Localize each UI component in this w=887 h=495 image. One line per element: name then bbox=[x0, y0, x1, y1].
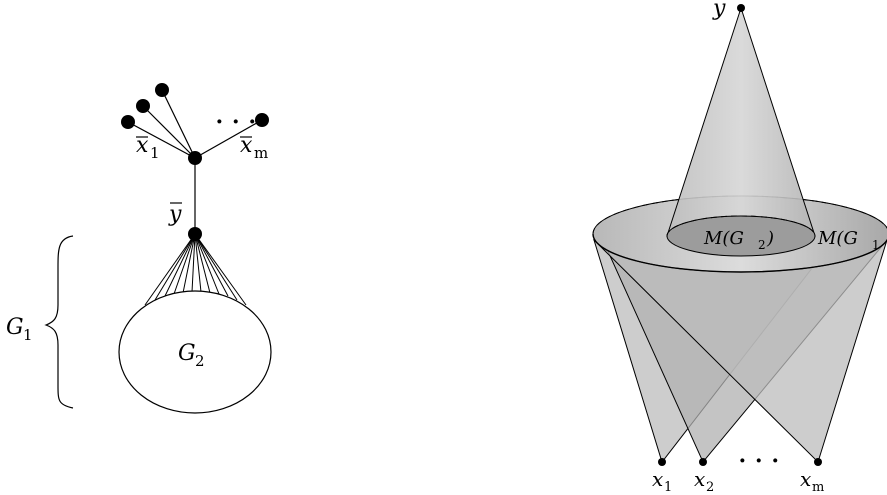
inner-disk-label-sub: 2 bbox=[758, 238, 766, 252]
g1-label: G bbox=[6, 315, 24, 340]
xm-bar-label: x bbox=[240, 133, 253, 158]
bottom-node-x2 bbox=[699, 458, 707, 466]
bottom-node-x1 bbox=[658, 458, 666, 466]
y-bar-label: y bbox=[168, 202, 182, 227]
g2-ellipse bbox=[118, 290, 272, 414]
leaf-node bbox=[155, 83, 169, 97]
g2-label: G bbox=[178, 341, 196, 366]
x2-label: x bbox=[694, 467, 705, 491]
outer-disk-label-sub: 1 bbox=[872, 238, 880, 252]
g1-label-sub: 1 bbox=[23, 326, 33, 344]
bottom-node-xm bbox=[814, 458, 822, 466]
g1-brace bbox=[44, 235, 74, 409]
g2-label-sub: 2 bbox=[195, 352, 205, 370]
x1-bar-sub: 1 bbox=[150, 144, 160, 162]
outer-disk-back-edge bbox=[592, 195, 887, 235]
star-edges bbox=[127, 89, 263, 159]
left-dots: ⋅ ⋅ ⋅ bbox=[215, 109, 257, 135]
right-dots: ⋅ ⋅ ⋅ bbox=[738, 448, 780, 474]
upper-cone bbox=[666, 6, 816, 237]
inner-disk-label: M(G bbox=[703, 228, 744, 249]
leaf-node bbox=[121, 115, 135, 129]
xm-bar-sub: m bbox=[254, 144, 268, 162]
fan-edges bbox=[144, 233, 247, 306]
xm-sub: m bbox=[812, 480, 824, 495]
x2-sub: 2 bbox=[706, 480, 714, 495]
inner-disk-back-edge bbox=[666, 215, 816, 237]
xm-label: x bbox=[800, 467, 811, 491]
x1-label: x bbox=[652, 467, 663, 491]
x1-sub: 1 bbox=[664, 480, 672, 495]
inner-disk-label-close: ) bbox=[766, 228, 774, 249]
outer-disk-front-edge bbox=[592, 233, 887, 273]
leaf-node bbox=[255, 113, 269, 127]
left-graph: G 1 G 2 y x 1 x m ⋅ ⋅ ⋅ bbox=[6, 83, 272, 414]
leaf-node bbox=[136, 99, 150, 113]
apex-label: y bbox=[712, 0, 726, 21]
right-figure: y M(G 2 ) M(G 1 x 1 x 2 x m ⋅ ⋅ ⋅ bbox=[592, 0, 887, 495]
x1-bar-label: x bbox=[136, 133, 149, 158]
apex-node bbox=[737, 4, 745, 12]
outer-disk-label: M(G bbox=[817, 228, 858, 249]
